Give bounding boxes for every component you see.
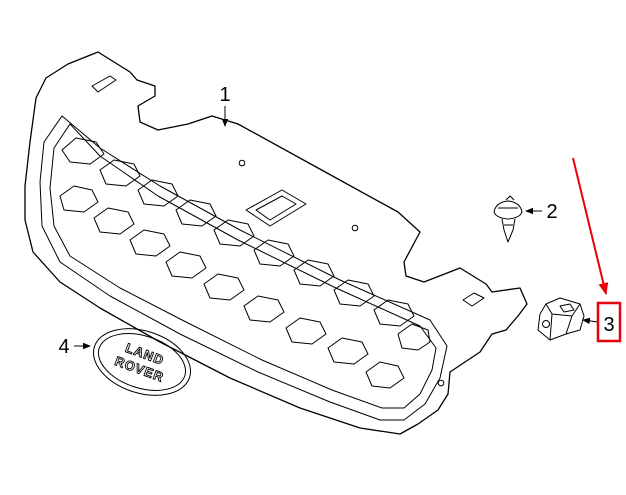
callout-number-3: 3 [603,314,614,336]
emblem-outer-ring [92,328,192,396]
highlight-arrow [572,157,609,295]
badge-recess [245,189,307,227]
mounting-slot [462,292,485,307]
bracket-hole [542,320,550,328]
push-pin-head [493,200,523,220]
grille-mesh-lower-row [59,185,405,389]
mounting-hole [351,224,359,232]
land-rover-emblem: LAND ROVER 4 [58,328,192,396]
mounting-hole [437,379,445,387]
grille-mesh-upper-row [61,137,431,351]
callout-number-2: 2 [546,201,557,223]
grille-outline [24,51,528,435]
callout-highlight-box [596,301,622,343]
mounting-hole [238,159,246,167]
grille-mesh-border [49,123,437,409]
grille-inner-edge [39,115,448,421]
leader-line-3 [582,317,599,325]
badge-recess-inner [255,195,297,221]
bracket-clip: 3 [537,157,622,343]
emblem-inner-ring [97,333,187,391]
mounting-slot [91,75,117,93]
grille-assembly: 1 [24,51,528,435]
bracket-body [537,297,585,341]
callout-number-1: 1 [219,84,230,106]
push-pin-shank [501,218,516,243]
callout-number-4: 4 [58,336,69,358]
push-pin-clip: 2 [493,195,558,243]
